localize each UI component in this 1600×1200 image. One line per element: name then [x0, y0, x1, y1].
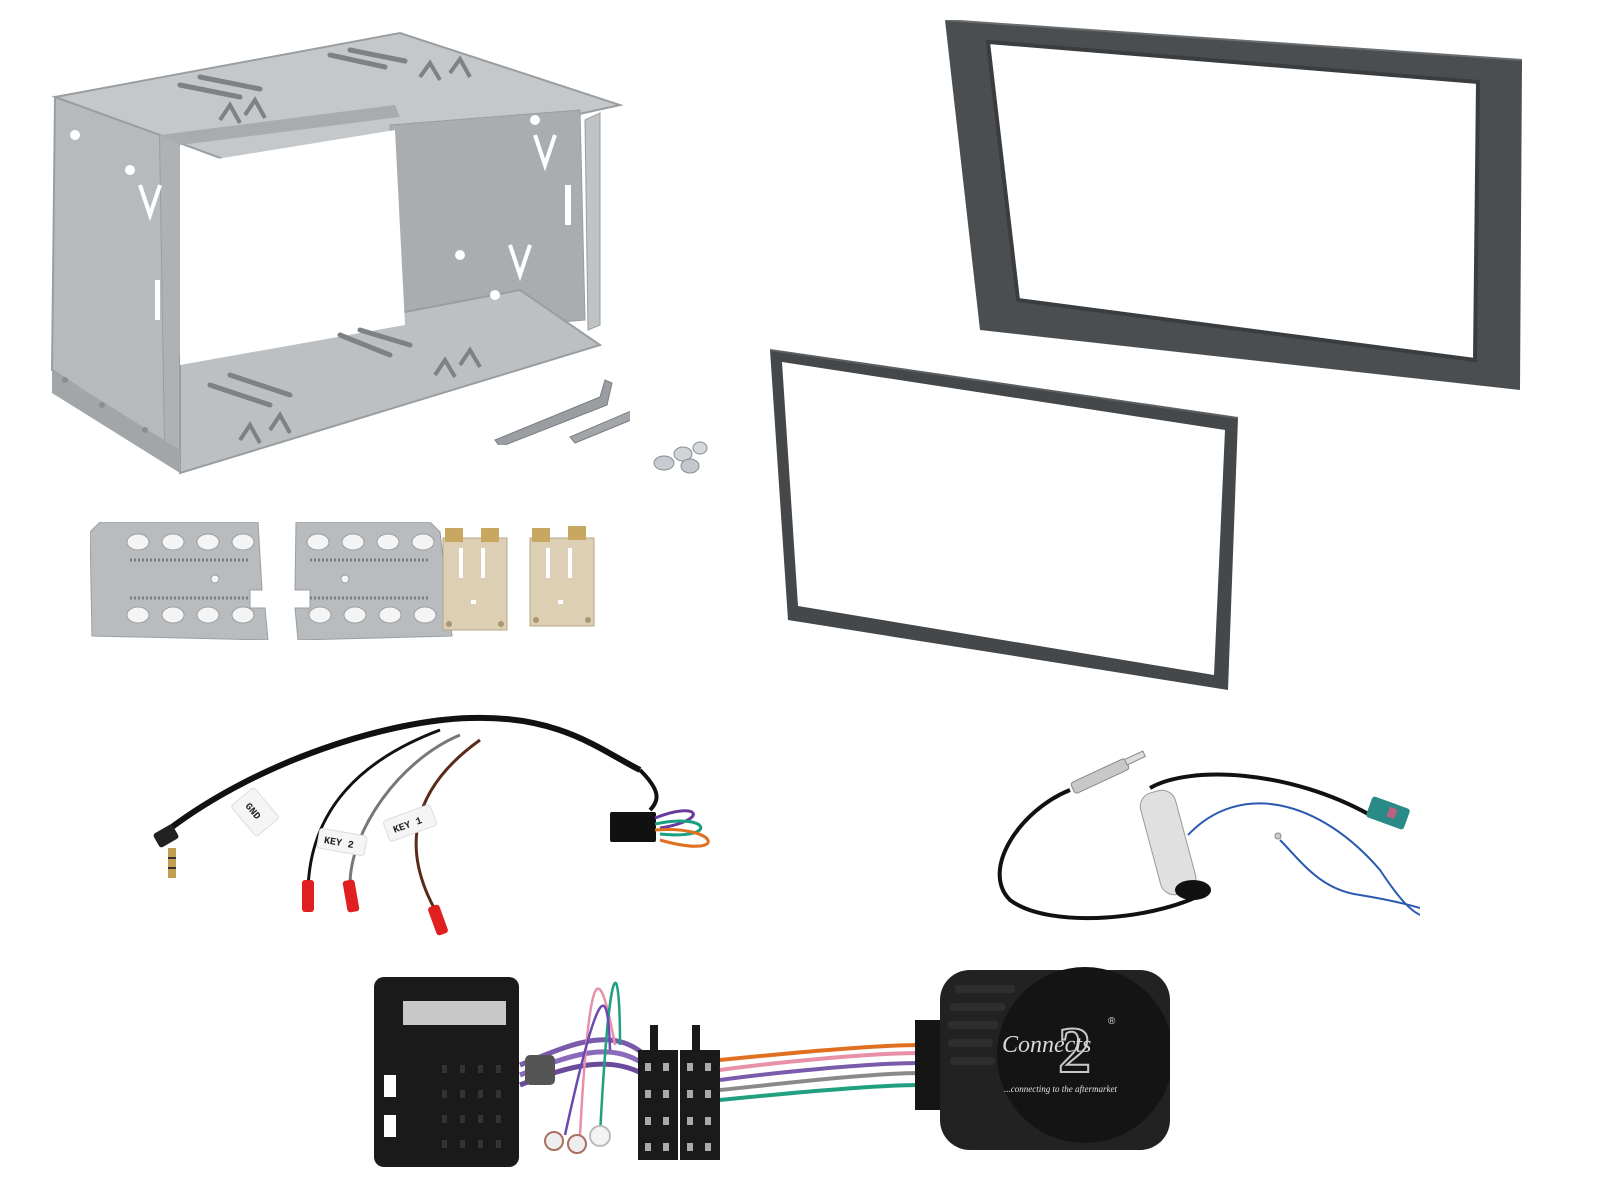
bracket-left — [435, 524, 515, 634]
patch-lead: GND KEY 2 KEY 1 — [140, 700, 740, 940]
label-key2: KEY 2 — [323, 836, 354, 852]
side-plate-right — [290, 522, 455, 640]
side-plate-left — [90, 522, 275, 640]
metal-cage — [40, 25, 640, 495]
antenna-adapter — [960, 750, 1420, 930]
tag-key1: KEY 1 — [383, 804, 437, 842]
connects2-logo: 2 Connects ® ...connecting to the afterm… — [990, 1010, 1180, 1100]
logo-tagline: ...connecting to the aftermarket — [1004, 1084, 1117, 1094]
bracket-right — [522, 524, 602, 634]
iso-connectors — [638, 1025, 720, 1160]
fakra-connector — [1366, 796, 1410, 830]
logo-text: Connects — [1002, 1032, 1091, 1058]
fascia-outer-frame — [870, 20, 1570, 410]
interface-box — [915, 967, 1170, 1150]
quadlock-connector — [374, 977, 519, 1167]
tag-gnd: GND — [231, 787, 279, 837]
fascia-inner-frame — [770, 280, 1250, 700]
jack-plug — [153, 824, 179, 878]
release-keys — [490, 375, 630, 445]
screws — [650, 438, 710, 478]
iso-harness — [370, 945, 1170, 1195]
registered-mark: ® — [1108, 1016, 1116, 1027]
tag-key2: KEY 2 — [316, 827, 368, 857]
logo-number: 2 — [1058, 1014, 1091, 1087]
